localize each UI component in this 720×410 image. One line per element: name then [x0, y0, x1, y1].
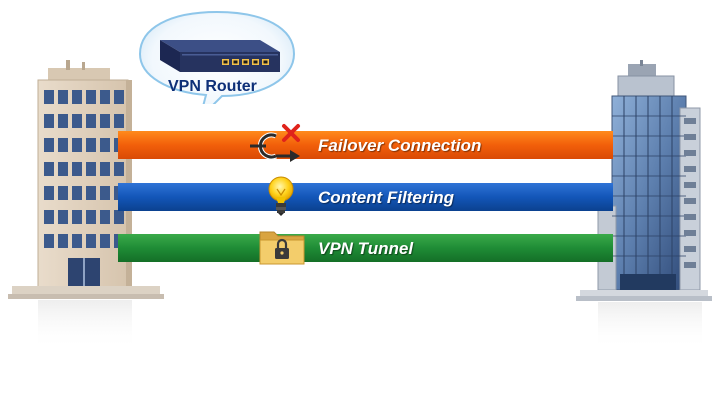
- content-filtering-band: [118, 183, 613, 211]
- lightbulb-icon: [268, 176, 294, 216]
- vpn-router-device-icon: [160, 40, 280, 72]
- failover-connection-label: Failover Connection: [318, 136, 482, 155]
- left-office-building: [8, 60, 164, 350]
- vpn-tunnel-label: VPN Tunnel: [318, 239, 414, 258]
- vpn-router-label: VPN Router: [168, 78, 257, 95]
- right-glass-tower: [576, 60, 712, 350]
- failover-connection-band: [118, 131, 613, 159]
- locked-folder-icon: [259, 231, 305, 265]
- failover-icon: [250, 124, 300, 162]
- vpn-tunnel-band: [118, 234, 613, 262]
- content-filtering-label: Content Filtering: [318, 188, 454, 207]
